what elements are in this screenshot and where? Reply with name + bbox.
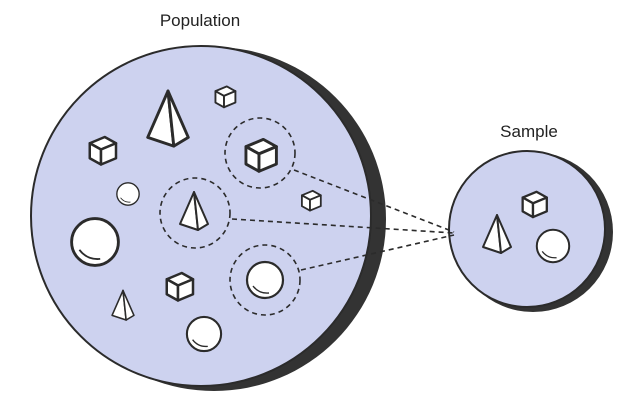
cube-icon (300, 189, 322, 212)
population-label: Population (159, 11, 241, 30)
sphere-icon (185, 315, 223, 353)
selection-ring-pyramid (159, 177, 231, 249)
cube-icon (88, 135, 118, 166)
selection-ring-cube (224, 117, 296, 189)
cube-icon (521, 190, 548, 219)
cube-icon (165, 271, 195, 302)
cube-icon (244, 137, 278, 173)
sphere-icon (245, 260, 285, 300)
sample-label: Sample (500, 122, 558, 141)
cube-icon (214, 85, 237, 109)
sphere-icon (535, 228, 571, 264)
connector-lines (231, 169, 455, 271)
selection-ring-sphere (229, 244, 301, 316)
sphere-icon (70, 217, 120, 267)
sphere-icon (116, 182, 140, 206)
sample-circle (448, 150, 606, 308)
